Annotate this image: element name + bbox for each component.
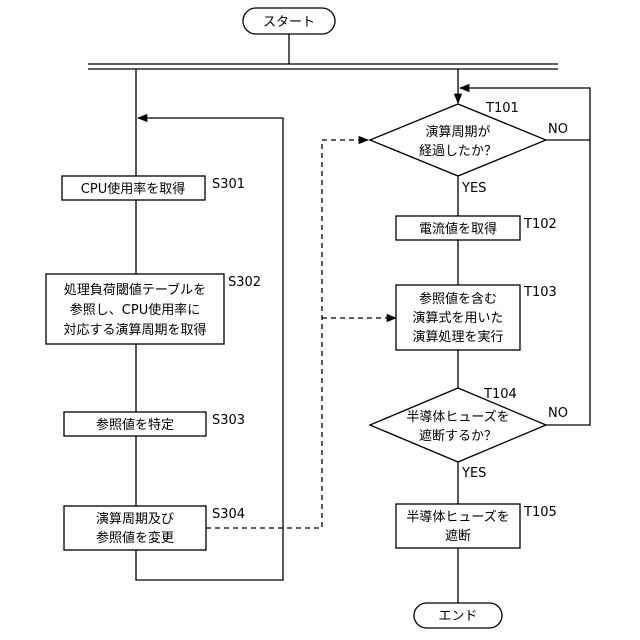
s302-text-2: 参照し、CPU使用率に: [70, 302, 200, 318]
t103-text-3: 演算処理を実行: [412, 329, 503, 345]
t101-no-label: NO: [548, 122, 568, 137]
process-t103: 参照値を含む 演算式を用いた 演算処理を実行 T103: [396, 285, 557, 350]
t101-step-label: T101: [485, 101, 519, 116]
process-t102: 電流値を取得 T102: [396, 216, 557, 240]
s301-step-label: S301: [212, 177, 245, 192]
end-terminal: エンド: [414, 603, 502, 628]
t104-no-label: NO: [548, 406, 568, 421]
t102-step-label: T102: [523, 217, 557, 232]
end-label: エンド: [438, 609, 477, 624]
process-s302: 処理負荷閾値テーブルを 参照し、CPU使用率に 対応する演算周期を取得 S302: [46, 274, 261, 344]
process-s301: CPU使用率を取得 S301: [62, 176, 245, 200]
start-label: スタート: [263, 15, 315, 30]
t103-step-label: T103: [523, 285, 557, 300]
start-terminal: スタート: [243, 8, 335, 34]
t101-text-1: 演算周期が: [425, 124, 490, 140]
process-s303: 参照値を特定 S303: [64, 412, 245, 436]
s304-text-1: 演算周期及び: [96, 511, 174, 527]
fork-bar: [88, 64, 558, 69]
s302-text-3: 対応する演算周期を取得: [63, 322, 206, 338]
t102-text: 電流値を取得: [419, 221, 497, 237]
t105-text-2: 遮断: [445, 528, 471, 544]
t101-yes-label: YES: [461, 181, 486, 196]
s304-text-2: 参照値を変更: [96, 530, 174, 546]
decision-t104: 半導体ヒューズを 遮断するか？ T104 NO YES: [370, 387, 568, 481]
t104-yes-label: YES: [461, 466, 486, 481]
t101-text-2: 経過したか？: [419, 144, 497, 159]
s304-step-label: S304: [212, 507, 245, 522]
s303-text: 参照値を特定: [96, 417, 174, 433]
t104-text-2: 遮断するか？: [419, 428, 497, 444]
dashed-link-to-t101: [206, 140, 368, 528]
s302-text-1: 処理負荷閾値テーブルを: [64, 282, 206, 298]
t103-text-2: 演算式を用いた: [412, 310, 503, 326]
s302-step-label: S302: [228, 275, 261, 290]
s301-text: CPU使用率を取得: [81, 181, 185, 197]
process-t105: 半導体ヒューズを 遮断 T105: [396, 504, 557, 548]
s303-step-label: S303: [212, 413, 245, 428]
t103-text-1: 参照値を含む: [419, 291, 497, 307]
t105-text-1: 半導体ヒューズを: [406, 509, 509, 525]
t104-step-label: T104: [483, 387, 517, 402]
decision-t101: 演算周期が 経過したか？ T101 NO YES: [370, 101, 568, 196]
t105-step-label: T105: [523, 505, 557, 520]
t104-text-1: 半導体ヒューズを: [406, 409, 509, 425]
